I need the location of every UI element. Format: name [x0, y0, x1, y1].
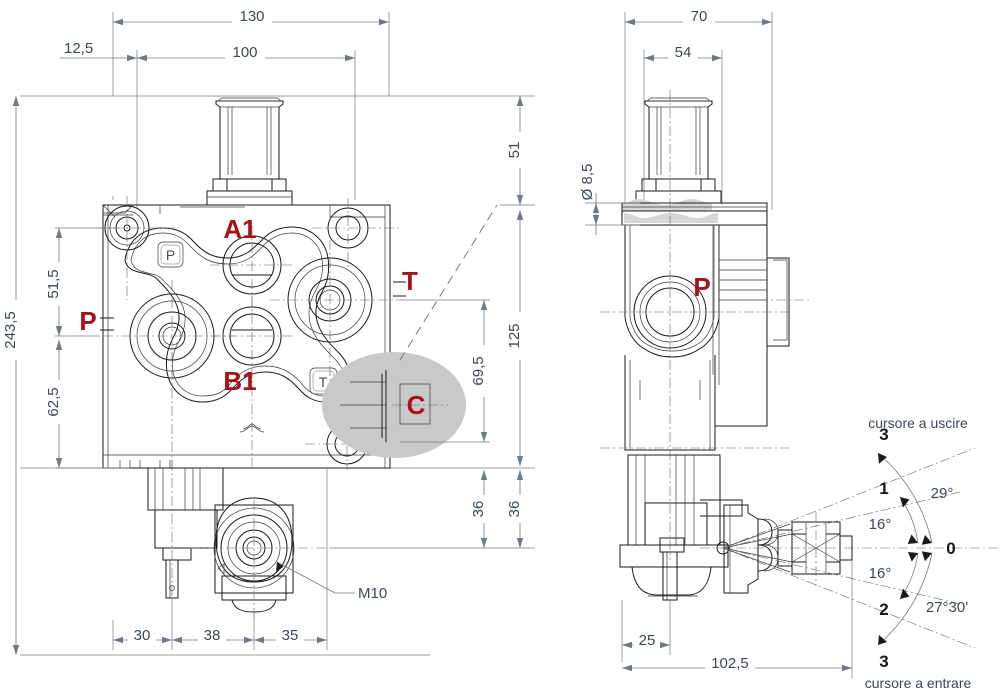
dim-top-left-offset-label: 12,5: [64, 40, 93, 57]
lever-travel-diagram: 3 3 1 2 0 16° 16° 29° 27°30' cursore a u…: [722, 415, 976, 691]
caption-cursore-entrare: cursore a entrare: [865, 675, 972, 691]
port-label-a1: A1: [223, 214, 256, 244]
port-hole-a1: [210, 225, 295, 310]
port-label-c: C: [407, 390, 426, 420]
side-port-label-p: P: [693, 272, 710, 302]
dim-right-36-inner: 36: [470, 470, 492, 548]
dim-left-overall: 243,5: [2, 96, 24, 655]
bolt-hole-top-left: [95, 196, 175, 300]
dim-bottom-c-label: 35: [282, 627, 299, 644]
dim-left-overall-label: 243,5: [2, 311, 19, 349]
angle-upper-outer: 29°: [931, 485, 954, 502]
dim-right-695: 69,5: [400, 299, 492, 443]
caption-cursore-uscire: cursore a uscire: [868, 415, 968, 431]
etched-marking-p: P: [157, 241, 184, 268]
dim-bottom-a-label: 30: [134, 627, 151, 644]
dim-right-125-label: 125: [506, 323, 523, 348]
dim-bottom-chain: 30 38 35: [112, 468, 328, 650]
dim-left-upper: 51,5: [45, 227, 120, 337]
side-view-knob: [635, 97, 722, 204]
dim-side-hole-dia: Ø 8,5: [579, 164, 640, 235]
dim-left-lower-label: 62,5: [45, 387, 62, 416]
dim-left-lower: 62,5: [45, 340, 130, 469]
dim-side-hole-dia-label: Ø 8,5: [579, 164, 596, 201]
dim-right-51-label: 51: [506, 142, 523, 159]
front-view-lower-block: [147, 460, 224, 600]
dim-right-36-outer-label: 36: [506, 501, 523, 518]
dim-bottom-b-label: 38: [204, 627, 221, 644]
angle-lower-inner: 16°: [869, 565, 892, 582]
dim-side-top-inner: 54: [643, 44, 723, 205]
side-view-lever-boot: [700, 504, 1000, 594]
side-view-group: 70 54: [579, 8, 1000, 678]
lever-position-3-top: 3: [879, 425, 888, 444]
dim-side-bottom-inner: 25: [621, 600, 671, 662]
port-label-p: P: [79, 306, 96, 336]
angle-upper-inner: 16°: [869, 516, 892, 533]
etched-p-letter: P: [166, 247, 175, 263]
dim-side-top-overall: 70: [624, 8, 773, 210]
dim-side-bottom-overall-label: 102,5: [711, 655, 749, 672]
lever-position-0: 0: [946, 539, 955, 558]
dim-side-top-inner-label: 54: [675, 44, 692, 61]
angle-lower-outer: 27°30': [926, 599, 968, 616]
section-c-detail: [340, 370, 448, 442]
dim-right-36-inner-label: 36: [470, 501, 487, 518]
lever-position-2: 2: [879, 600, 888, 619]
dim-top-inner: 100: [136, 44, 356, 208]
m10-boss: M10: [190, 497, 387, 620]
callout-m10: M10: [358, 585, 387, 602]
bolt-hole-top-right: [312, 198, 400, 270]
dim-right-51: 51: [500, 96, 535, 206]
dim-side-bottom-overall: 102,5: [622, 560, 853, 678]
side-view-body: [600, 90, 810, 601]
port-label-b1: B1: [223, 366, 256, 396]
front-view-group: 130 100 12,5: [2, 8, 535, 656]
dim-right-695-label: 69,5: [470, 356, 487, 385]
lever-position-1: 1: [879, 479, 888, 498]
dim-top-overall-label: 130: [239, 8, 264, 25]
lever-position-3-bottom: 3: [879, 652, 888, 671]
dim-side-top-overall-label: 70: [691, 8, 708, 25]
dim-top-overall: 130: [112, 8, 390, 96]
dim-top-left-offset: 12,5: [60, 40, 137, 62]
port-hole-p: [103, 280, 235, 470]
dim-side-bottom-inner-label: 25: [639, 632, 656, 649]
etched-t-letter: T: [319, 374, 328, 390]
dim-left-upper-label: 51,5: [45, 269, 62, 298]
dim-top-inner-label: 100: [232, 44, 257, 61]
front-view-knob: [206, 97, 293, 206]
dim-right-125: 125: [506, 210, 528, 466]
dim-right-36-outer: 36: [330, 470, 535, 549]
port-label-t: T: [402, 266, 418, 296]
